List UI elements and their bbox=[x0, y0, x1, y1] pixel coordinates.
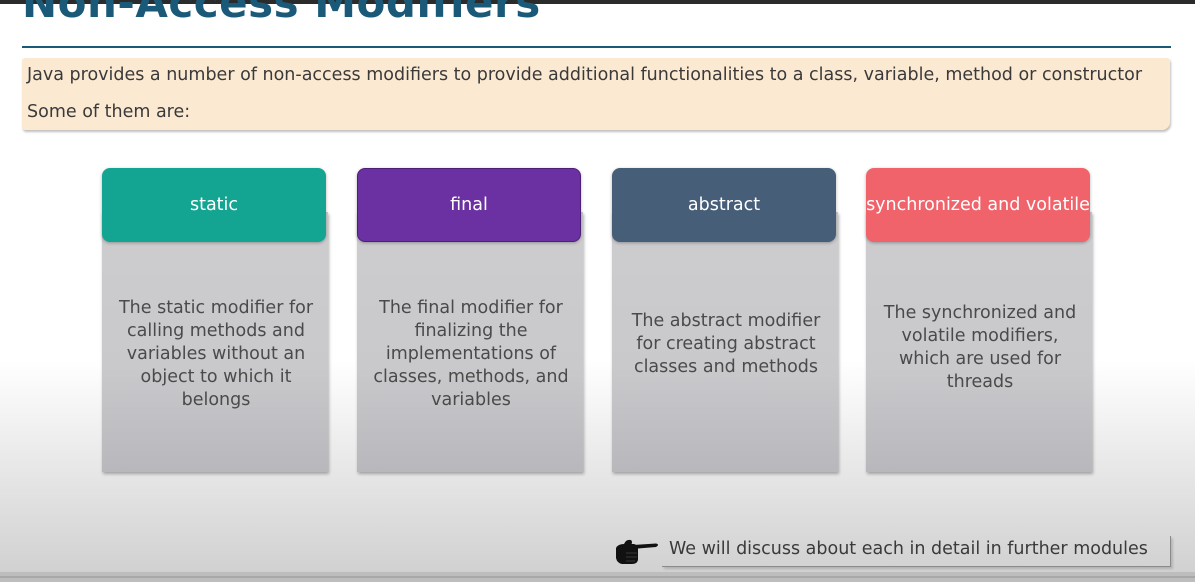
footer-note-box: We will discuss about each in detail in … bbox=[662, 536, 1171, 567]
intro-box: Java provides a number of non-access mod… bbox=[22, 58, 1170, 130]
card-description-synchronized-volatile: The synchronized and volatile modifiers,… bbox=[883, 303, 1077, 392]
footer-note: We will discuss about each in detail in … bbox=[612, 536, 1171, 567]
card-heading-static: static bbox=[102, 168, 326, 242]
slide-title: Non-Access Modifiers bbox=[22, 0, 541, 27]
pointing-hand-icon bbox=[616, 539, 658, 564]
card-static: static The static modifier for calling m… bbox=[102, 168, 328, 473]
intro-subtext: Some of them are: bbox=[27, 102, 191, 122]
card-body bbox=[102, 212, 328, 472]
title-divider bbox=[22, 46, 1171, 48]
top-strip bbox=[0, 0, 1195, 4]
progress-track bbox=[0, 576, 1195, 578]
card-synchronized-volatile: synchronized and volatile The synchroniz… bbox=[866, 168, 1092, 473]
card-body bbox=[866, 212, 1092, 472]
card-body bbox=[612, 212, 838, 472]
card-description-final: The final modifier for finalizing the im… bbox=[373, 297, 569, 410]
video-progress-bar[interactable] bbox=[0, 572, 1195, 582]
card-description-abstract: The abstract modifier for creating abstr… bbox=[631, 310, 821, 377]
card-description-static: The static modifier for calling methods … bbox=[118, 297, 314, 410]
card-heading-synchronized-volatile: synchronized and volatile bbox=[866, 168, 1090, 242]
intro-text: Java provides a number of non-access mod… bbox=[27, 65, 1143, 85]
card-final: final The final modifier for finalizing … bbox=[357, 168, 583, 473]
footer-text: We will discuss about each in detail in … bbox=[669, 539, 1148, 559]
card-body bbox=[357, 212, 583, 472]
card-abstract: abstract The abstract modifier for creat… bbox=[612, 168, 838, 473]
card-heading-abstract: abstract bbox=[612, 168, 836, 242]
card-heading-final: final bbox=[357, 168, 581, 242]
